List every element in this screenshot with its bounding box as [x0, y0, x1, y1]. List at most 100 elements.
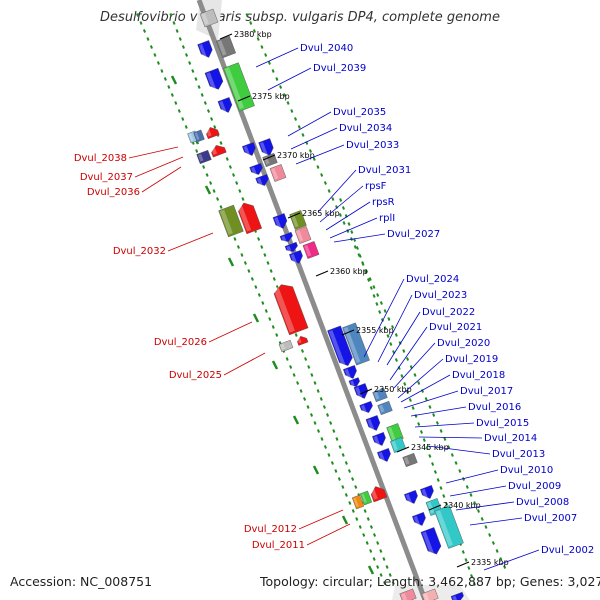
track-dot	[327, 453, 331, 457]
track-dot	[372, 285, 376, 289]
right-label-leader	[449, 485, 507, 497]
right-gene-label: Dvul_2008	[516, 497, 569, 508]
track-dot	[447, 445, 451, 449]
track-dot	[185, 53, 189, 57]
scale-tick-label: 2350 kbp	[374, 385, 412, 394]
track-dot	[369, 525, 373, 529]
gene-dvul-2035	[242, 142, 256, 156]
track-dot	[376, 565, 380, 569]
right-label-leader	[333, 233, 386, 243]
track-dot	[375, 302, 379, 306]
track-dash	[170, 75, 178, 85]
track-dot	[341, 453, 345, 457]
track-dot	[439, 429, 443, 433]
track-dot	[268, 317, 272, 321]
right-gene-label: Dvul_2016	[468, 402, 521, 413]
track-dot	[170, 93, 174, 97]
track-dot	[488, 533, 492, 537]
gene-dvul-2020	[353, 383, 369, 399]
gene-dvul-2023	[342, 322, 370, 366]
track-dot	[279, 85, 283, 89]
track-dot	[310, 373, 314, 377]
track-dot	[445, 502, 449, 506]
gene-dvul-2031b	[255, 173, 269, 186]
track-dot	[238, 189, 242, 193]
gene-rpli	[279, 231, 293, 242]
track-dot	[341, 206, 345, 210]
track-dot	[480, 517, 484, 521]
track-dot	[263, 253, 267, 257]
right-gene-label: Dvul_2020	[437, 338, 490, 349]
track-dot	[167, 85, 171, 89]
track-dot	[163, 77, 167, 81]
right-label-leader	[400, 374, 451, 403]
track-dash	[341, 515, 349, 525]
track-dot	[313, 381, 317, 385]
track-dot	[322, 405, 326, 409]
right-label-leader	[363, 278, 405, 358]
track-dot	[312, 157, 316, 161]
gene-dvul-2011	[370, 486, 388, 503]
track-dot	[294, 117, 298, 121]
right-label-leader	[403, 390, 459, 409]
track-dot	[469, 493, 473, 497]
track-dot	[439, 486, 443, 490]
track-dot	[299, 389, 303, 393]
track-dot	[442, 494, 446, 498]
track-dot	[369, 286, 373, 290]
scale-tick-label: 2380 kbp	[234, 30, 272, 39]
track-dot	[210, 117, 214, 121]
right-gene-label: rpsR	[372, 197, 395, 208]
track-dot	[266, 261, 270, 265]
left-gene-label: Dvul_2012	[244, 524, 297, 535]
track-dot	[413, 373, 417, 377]
track-dot	[335, 437, 339, 441]
track-dot	[458, 469, 462, 473]
track-dot	[203, 101, 207, 105]
gene-rpsf	[272, 213, 288, 229]
track-dot	[342, 221, 346, 225]
track-dot	[197, 85, 201, 89]
gene-dvul-2019	[372, 387, 388, 403]
right-gene-label: Dvul_2022	[422, 307, 475, 318]
track-dot	[431, 462, 435, 466]
right-label-leader	[267, 67, 312, 91]
track-dot	[235, 181, 239, 185]
track-dot	[331, 197, 335, 201]
track-dot	[205, 173, 209, 177]
gene-dvul-2018	[359, 400, 373, 413]
right-label-leader	[319, 185, 364, 223]
right-label-leader	[418, 436, 483, 439]
right-gene-label: Dvul_2033	[346, 140, 399, 151]
track-dot	[290, 109, 294, 113]
track-dot	[178, 37, 182, 41]
track-dot	[323, 181, 327, 185]
right-gene-label: Dvul_2017	[460, 386, 513, 397]
track-dot	[364, 269, 368, 273]
right-gene-label: Dvul_2039	[313, 63, 366, 74]
right-gene-label: Dvul_2034	[339, 123, 392, 134]
track-dot	[200, 93, 204, 97]
track-dot	[149, 45, 153, 49]
right-label-leader	[325, 201, 371, 231]
gene-dvul-2013b	[402, 452, 418, 468]
track-dot	[419, 430, 424, 434]
track-dot	[337, 477, 341, 481]
track-dot	[402, 349, 406, 353]
track-dot	[174, 101, 178, 105]
track-dot	[256, 37, 260, 41]
track-dot	[367, 278, 371, 282]
track-dot	[364, 270, 368, 274]
left-label-leader	[128, 146, 179, 159]
scale-tick-mark	[237, 95, 251, 102]
track-dot	[306, 405, 310, 409]
right-label-leader	[329, 217, 378, 239]
track-dot	[411, 406, 415, 410]
right-label-leader	[287, 111, 332, 137]
scale-tick-mark	[262, 154, 276, 161]
scale-tick-label: 2365 kbp	[302, 209, 340, 218]
track-dot	[313, 421, 317, 425]
scale-tick-mark	[396, 446, 410, 453]
track-dot	[385, 565, 389, 569]
